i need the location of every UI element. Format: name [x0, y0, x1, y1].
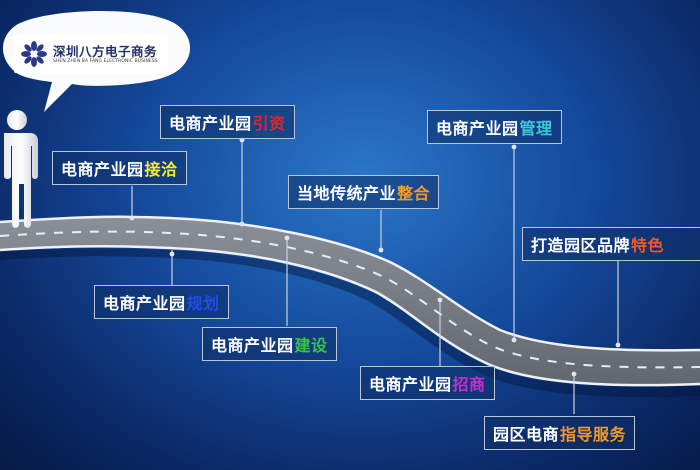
leader-dot-jieqia	[129, 215, 135, 221]
logo-mark-icon	[21, 41, 47, 67]
step-label-zhaoshang: 电商产业园招商	[360, 366, 495, 400]
step-highlight: 接洽	[144, 160, 178, 179]
step-label-yinzi: 电商产业园引资	[160, 105, 295, 139]
step-label-tese: 打造园区品牌特色	[522, 227, 700, 261]
step-highlight: 特色	[631, 236, 665, 255]
step-label-fuwu: 园区电商指导服务	[484, 416, 636, 450]
step-text: 电商产业园	[369, 375, 452, 394]
road-edge-bottom	[0, 245, 700, 387]
step-text: 当地传统产业	[297, 184, 397, 203]
step-text: 园区电商	[493, 425, 560, 444]
step-label-zhenghe: 当地传统产业整合	[288, 175, 440, 209]
leader-dot-yinzi	[239, 221, 245, 227]
step-label-jianshe: 电商产业园建设	[202, 327, 337, 361]
step-text: 电商产业园	[211, 336, 294, 355]
step-label-guanli: 电商产业园管理	[427, 110, 562, 144]
step-text: 电商产业园	[61, 160, 144, 179]
step-label-jieqia: 电商产业园接洽	[52, 151, 187, 185]
logo-name-en: SHEN ZHEN BA FANG ELECTRONIC BUSINESS	[53, 59, 158, 64]
step-highlight: 引资	[252, 114, 286, 133]
step-label-guihua: 电商产业园规划	[94, 285, 229, 319]
leader-dot-tese	[615, 342, 621, 348]
leader-dot-jianshe	[284, 235, 290, 241]
step-highlight: 指导服务	[560, 425, 627, 444]
step-highlight: 整合	[397, 184, 431, 203]
leader-dot-guihua	[169, 251, 175, 257]
step-text: 打造园区品牌	[531, 236, 631, 255]
step-highlight: 管理	[519, 119, 553, 138]
road-center-line	[0, 230, 700, 369]
step-text: 电商产业园	[169, 114, 252, 133]
step-text: 电商产业园	[436, 119, 519, 138]
leader-dot-guanli-top	[511, 144, 517, 150]
company-logo: 深圳八方电子商务 SHEN ZHEN BA FANG ELECTRONIC BU…	[14, 35, 168, 73]
step-highlight: 建设	[294, 336, 328, 355]
logo-name-cn: 深圳八方电子商务	[53, 44, 158, 59]
road-edge-top	[0, 215, 700, 352]
leader-dot-fuwu	[571, 371, 577, 377]
person-figure	[4, 110, 38, 228]
road-surface	[0, 216, 700, 386]
step-text: 电商产业园	[103, 294, 186, 313]
step-highlight: 招商	[452, 375, 486, 394]
leader-dot-zhenghe	[378, 247, 384, 253]
leader-dot-zhaoshang	[437, 297, 443, 303]
leader-dot-guanli	[511, 337, 517, 343]
step-highlight: 规划	[186, 294, 220, 313]
